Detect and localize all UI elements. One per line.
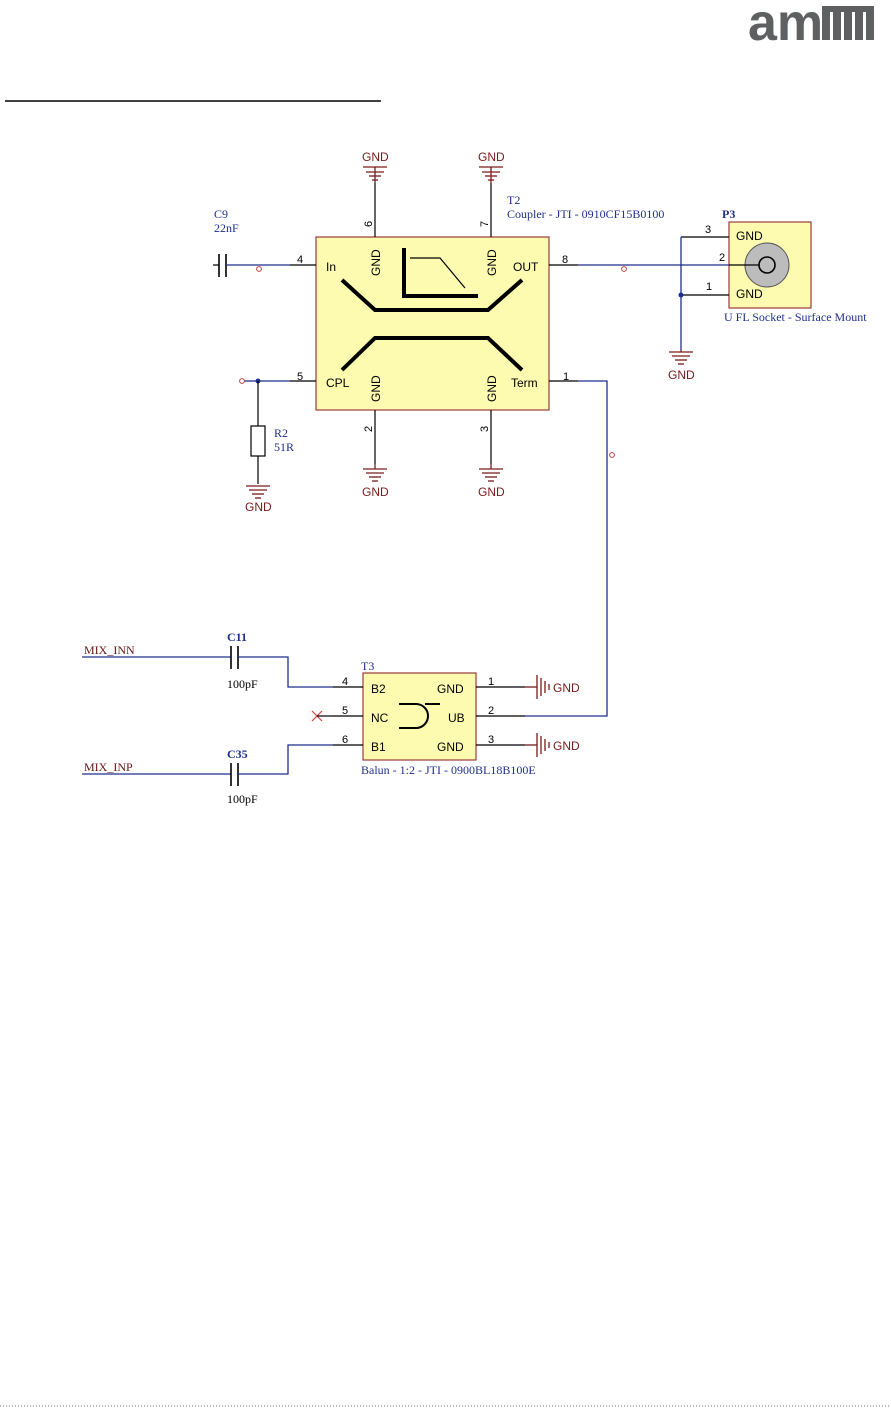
balun-pinnum-gnd-top: 1 xyxy=(488,676,494,688)
p3-part: U FL Socket - Surface Mount xyxy=(724,310,867,324)
r2-value: 51R xyxy=(274,440,294,454)
wire-term-ub xyxy=(525,381,607,716)
p3-pin-gnd-top: GND xyxy=(736,229,763,243)
coupler-pin-cpl: CPL xyxy=(326,376,350,390)
gnd-label: GND xyxy=(362,150,389,164)
p3-designator: P3 xyxy=(722,207,735,221)
p3-pinnum-top: 3 xyxy=(705,224,711,236)
balun-pin-ub: UB xyxy=(448,711,465,725)
gnd-label: GND xyxy=(478,150,505,164)
net-mix-inn: MIX_INN xyxy=(84,643,135,657)
ground-symbol-coupler-top-right: GND xyxy=(478,150,505,183)
p3-pinnum-middle: 2 xyxy=(719,252,725,264)
gnd-label: GND xyxy=(478,485,505,499)
balun-pinnum-nc: 5 xyxy=(342,705,348,717)
balun-t3: B2 NC B1 GND UB GND T3 Balun - 1:2 - JTI… xyxy=(333,659,536,777)
balun-pin-nc: NC xyxy=(371,711,389,725)
connector-p3: GND GND P3 U FL Socket - Surface Mount 3… xyxy=(668,207,867,382)
balun-pin-b2: B2 xyxy=(371,682,386,696)
coupler-pin-out: OUT xyxy=(513,260,539,274)
coupler-pin-gnd-bottom-right: GND xyxy=(485,375,499,402)
logo-mark: am xyxy=(748,0,874,52)
coupler-pin-in: In xyxy=(326,260,336,274)
c35-designator: C35 xyxy=(227,747,248,761)
balun-pin-gnd-bottom: GND xyxy=(437,740,464,754)
balun-pinnum-b2: 4 xyxy=(342,676,348,688)
c11-designator: C11 xyxy=(227,630,247,644)
balun-pin-gnd-top: GND xyxy=(437,682,464,696)
ground-symbol-coupler-top-left: GND xyxy=(362,150,389,183)
coupler-pin-gnd-top-left: GND xyxy=(369,249,383,276)
coupler-pin-gnd-bottom-left: GND xyxy=(369,375,383,402)
c9-designator: C9 xyxy=(214,207,228,221)
c9-value: 22nF xyxy=(214,221,239,235)
net-mix-inp: MIX_INP xyxy=(84,760,133,774)
balun-designator: T3 xyxy=(361,659,374,673)
ground-symbol-balun-top: GND xyxy=(525,675,580,699)
coupler-pin-gnd-top-right: GND xyxy=(485,249,499,276)
coupler-pinnum-in: 4 xyxy=(297,254,303,266)
c35-value: 100pF xyxy=(227,792,258,806)
balun-part: Balun - 1:2 - JTI - 0900BL18B100E xyxy=(361,763,536,777)
balun-pin-b1: B1 xyxy=(371,740,386,754)
r2-designator: R2 xyxy=(274,426,288,440)
p3-pin-gnd-bottom: GND xyxy=(736,287,763,301)
logo-text: am xyxy=(748,0,823,52)
balun-pinnum-b1: 6 xyxy=(342,734,348,746)
capacitor-c11: C11 100pF MIX_INN xyxy=(82,630,333,691)
ground-symbol-balun-bottom: GND xyxy=(525,733,580,757)
gnd-label: GND xyxy=(668,368,695,382)
coupler-pinnum-bottom-right: 3 xyxy=(479,426,491,432)
balun-pinnum-gnd-bottom: 3 xyxy=(488,734,494,746)
coupler-pinnum-top-left: 6 xyxy=(363,221,375,227)
ground-symbol-coupler-bottom-right: GND xyxy=(478,464,505,499)
coupler-pinnum-top-right: 7 xyxy=(479,221,491,227)
gnd-label: GND xyxy=(245,500,272,514)
coupler-pinnum-out: 8 xyxy=(562,254,568,266)
coupler-pinnum-bottom-left: 2 xyxy=(363,426,375,432)
gnd-label: GND xyxy=(362,485,389,499)
coupler-pin-term: Term xyxy=(511,376,538,390)
ground-symbol-coupler-bottom-left: GND xyxy=(362,464,389,499)
balun-pinnum-ub: 2 xyxy=(488,705,494,717)
c11-value: 100pF xyxy=(227,677,258,691)
no-connect-mark xyxy=(312,711,333,721)
capacitor-c9: C9 22nF xyxy=(213,207,290,277)
coupler-t2: In OUT CPL Term GND GND GND GND 4 8 5 1 … xyxy=(290,183,664,464)
gnd-label: GND xyxy=(553,681,580,695)
capacitor-c35: C35 100pF MIX_INP xyxy=(82,745,333,806)
coupler-part: Coupler - JTI - 0910CF15B0100 xyxy=(507,207,664,221)
gnd-label: GND xyxy=(553,739,580,753)
p3-pinnum-bottom: 1 xyxy=(706,281,712,293)
resistor-r2: GND R2 51R xyxy=(240,379,294,515)
coupler-designator: T2 xyxy=(507,193,520,207)
